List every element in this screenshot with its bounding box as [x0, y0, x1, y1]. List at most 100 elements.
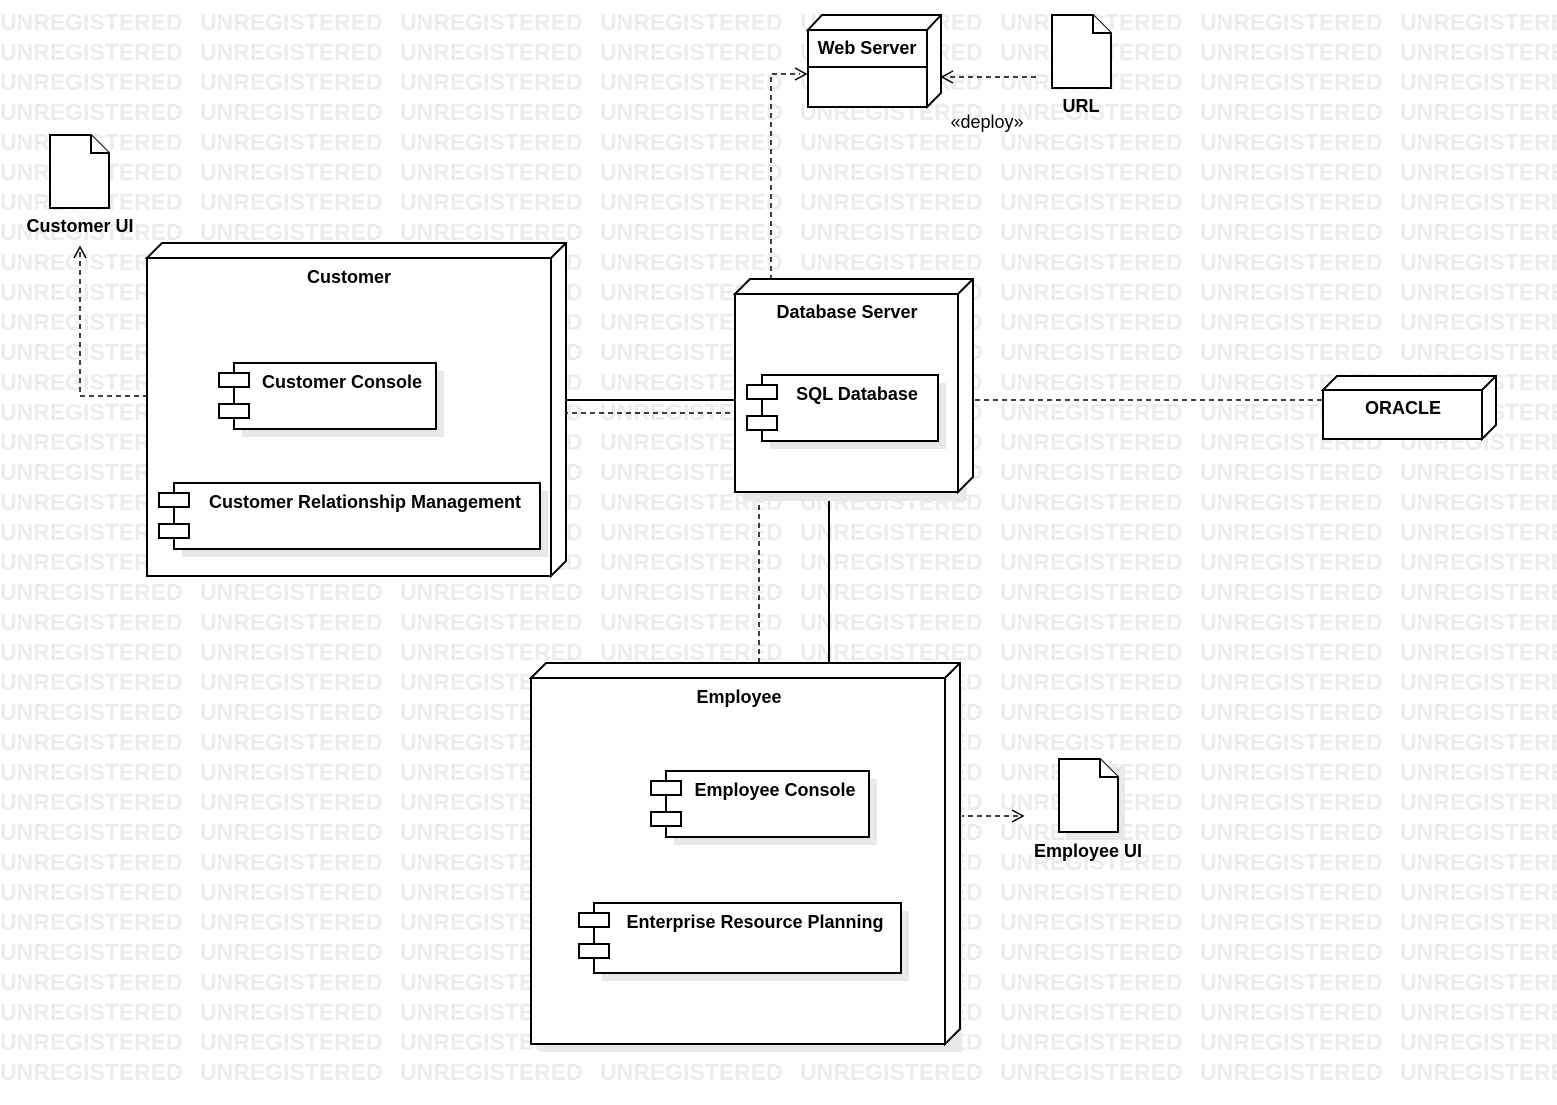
watermark-text: UNREGISTERED: [0, 969, 183, 995]
watermark-text: UNREGISTERED: [600, 129, 783, 155]
watermark-text: UNREGISTERED: [1000, 129, 1183, 155]
url-label: URL: [1063, 96, 1100, 116]
watermark-text: UNREGISTERED: [1200, 309, 1383, 335]
watermark-text: UNREGISTERED: [600, 9, 783, 35]
watermark-text: UNREGISTERED: [0, 69, 183, 95]
erp-component[interactable]: Enterprise Resource Planning: [578, 902, 909, 981]
watermark-text: UNREGISTERED: [1400, 519, 1557, 545]
watermark-text: UNREGISTERED: [200, 189, 383, 215]
watermark-text: UNREGISTERED: [0, 579, 183, 605]
employee-node-label: Employee: [696, 687, 781, 707]
watermark-text: UNREGISTERED: [1400, 879, 1557, 905]
watermark-text: UNREGISTERED: [1200, 969, 1383, 995]
watermark-text: UNREGISTERED: [1000, 399, 1183, 425]
watermark-text: UNREGISTERED: [1400, 219, 1557, 245]
watermark-text: UNREGISTERED: [200, 909, 383, 935]
watermark-text: UNREGISTERED: [600, 639, 783, 665]
watermark-text: UNREGISTERED: [1200, 279, 1383, 305]
watermark-text: UNREGISTERED: [1000, 309, 1183, 335]
watermark-text: UNREGISTERED: [0, 219, 183, 245]
sql-database-label: SQL Database: [796, 384, 918, 404]
watermark-text: UNREGISTERED: [200, 9, 383, 35]
oracle-node[interactable]: ORACLE: [1320, 375, 1497, 442]
watermark-text: UNREGISTERED: [200, 1059, 383, 1085]
customer-ui-artifact[interactable]: Customer UI: [26, 134, 134, 236]
watermark-text: UNREGISTERED: [0, 909, 183, 935]
oracle-label: ORACLE: [1365, 398, 1441, 418]
watermark-text: UNREGISTERED: [0, 39, 183, 65]
watermark-text: UNREGISTERED: [0, 699, 183, 725]
watermark-text: UNREGISTERED: [1400, 729, 1557, 755]
watermark-text: UNREGISTERED: [0, 999, 183, 1025]
watermark-text: UNREGISTERED: [1400, 909, 1557, 935]
watermark-text: UNREGISTERED: [200, 39, 383, 65]
watermark-text: UNREGISTERED: [800, 129, 983, 155]
watermark-text: UNREGISTERED: [400, 579, 583, 605]
watermark-text: UNREGISTERED: [1200, 579, 1383, 605]
watermark-text: UNREGISTERED: [1200, 159, 1383, 185]
employee-ui-artifact[interactable]: Employee UI: [1034, 758, 1142, 861]
watermark-text: UNREGISTERED: [1400, 999, 1557, 1025]
watermark-text: UNREGISTERED: [1400, 309, 1557, 335]
watermark-text: UNREGISTERED: [400, 219, 583, 245]
watermark-text: UNREGISTERED: [0, 669, 183, 695]
watermark-text: UNREGISTERED: [200, 699, 383, 725]
watermark-text: UNREGISTERED: [200, 1029, 383, 1055]
watermark-text: UNREGISTERED: [200, 609, 383, 635]
watermark-text: UNREGISTERED: [1000, 909, 1183, 935]
watermark-text: UNREGISTERED: [1000, 999, 1183, 1025]
crm-component[interactable]: Customer Relationship Management: [158, 482, 548, 557]
watermark-text: UNREGISTERED: [0, 819, 183, 845]
watermark-text: UNREGISTERED: [1400, 189, 1557, 215]
watermark-text: UNREGISTERED: [0, 879, 183, 905]
watermark-text: UNREGISTERED: [1400, 939, 1557, 965]
watermark-text: UNREGISTERED: [0, 1059, 183, 1085]
watermark-text: UNREGISTERED: [600, 579, 783, 605]
watermark-text: UNREGISTERED: [1000, 699, 1183, 725]
watermark-text: UNREGISTERED: [1200, 459, 1383, 485]
watermark-text: UNREGISTERED: [200, 99, 383, 125]
watermark-text: UNREGISTERED: [1200, 99, 1383, 125]
watermark-text: UNREGISTERED: [1400, 1059, 1557, 1085]
watermark-text: UNREGISTERED: [1200, 999, 1383, 1025]
watermark-text: UNREGISTERED: [1000, 459, 1183, 485]
watermark-text: UNREGISTERED: [1400, 99, 1557, 125]
employee-console-label: Employee Console: [694, 780, 855, 800]
watermark-text: UNREGISTERED: [1400, 9, 1557, 35]
watermark-text: UNREGISTERED: [1400, 1029, 1557, 1055]
watermark-text: UNREGISTERED: [400, 99, 583, 125]
watermark-text: UNREGISTERED: [600, 99, 783, 125]
watermark-text: UNREGISTERED: [1200, 759, 1383, 785]
watermark-text: UNREGISTERED: [1000, 639, 1183, 665]
watermark-text: UNREGISTERED: [1200, 189, 1383, 215]
watermark-text: UNREGISTERED: [1200, 249, 1383, 275]
watermark-text: UNREGISTERED: [800, 609, 983, 635]
watermark-text: UNREGISTERED: [400, 609, 583, 635]
watermark-text: UNREGISTERED: [600, 69, 783, 95]
watermark-text: UNREGISTERED: [0, 759, 183, 785]
watermark-text: UNREGISTERED: [1200, 219, 1383, 245]
watermark-text: UNREGISTERED: [0, 639, 183, 665]
database-webserver-dependency: [770, 73, 800, 280]
sql-database-component[interactable]: SQL Database: [746, 374, 946, 449]
watermark-text: UNREGISTERED: [1400, 459, 1557, 485]
customer-console-component[interactable]: Customer Console: [218, 362, 444, 437]
watermark-text: UNREGISTERED: [1400, 609, 1557, 635]
watermark-text: UNREGISTERED: [200, 69, 383, 95]
watermark-text: UNREGISTERED: [1200, 909, 1383, 935]
watermark-text: UNREGISTERED: [1200, 609, 1383, 635]
watermark-text: UNREGISTERED: [400, 639, 583, 665]
watermark-text: UNREGISTERED: [200, 879, 383, 905]
employee-node[interactable]: Employee: [528, 662, 962, 1052]
web-server-node[interactable]: Web Server: [805, 14, 942, 110]
watermark-text: UNREGISTERED: [400, 39, 583, 65]
watermark-text: UNREGISTERED: [1200, 549, 1383, 575]
watermark-text: UNREGISTERED: [200, 219, 383, 245]
employee-ui-label: Employee UI: [1034, 841, 1142, 861]
watermark-text: UNREGISTERED: [1200, 519, 1383, 545]
watermark-text: UNREGISTERED: [1000, 99, 1183, 125]
watermark-text: UNREGISTERED: [200, 999, 383, 1025]
employee-console-component[interactable]: Employee Console: [650, 770, 877, 845]
url-artifact[interactable]: URL: [1051, 14, 1112, 116]
